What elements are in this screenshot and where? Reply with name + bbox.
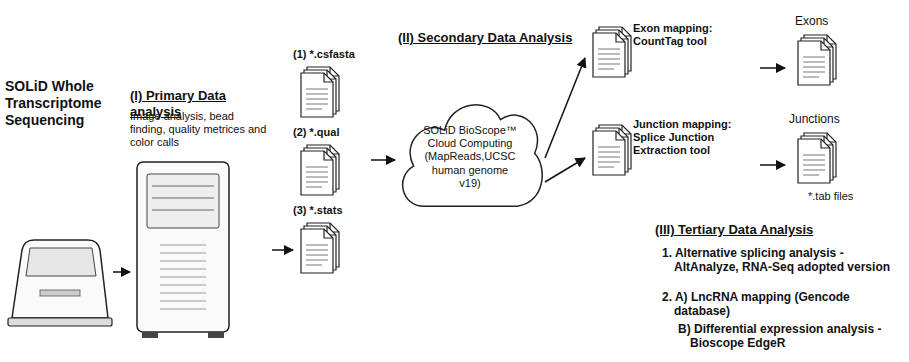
exon-mapping-node: Exon mapping: CountTag tool — [585, 18, 760, 88]
flow-arrow — [760, 67, 785, 69]
document-icon — [301, 73, 333, 117]
drive-bays — [152, 186, 214, 210]
list-item: B) Differential expression analysis - Bi… — [678, 322, 902, 351]
section-heading: (II) Secondary Data Analysis — [398, 30, 598, 46]
server-foot — [142, 332, 158, 338]
sequencer-body — [12, 240, 108, 318]
flow-arrow — [760, 164, 785, 166]
server-panel — [147, 174, 219, 228]
section-heading: (III) Tertiary Data Analysis — [655, 222, 895, 238]
server-illustration — [137, 162, 229, 338]
sequencer-base — [8, 318, 112, 326]
sequencer-slot — [40, 290, 80, 296]
flow-arrow — [113, 271, 130, 273]
flow-arrow — [272, 249, 293, 251]
sequencer-lid — [26, 248, 96, 276]
document-icon — [301, 151, 333, 195]
files-node: (1) *.csfasta (2) *.qual (3) *.stats — [293, 48, 371, 278]
document-icon — [798, 41, 830, 85]
server-vents — [160, 245, 206, 309]
node-label: SOLiD BioScope™ Cloud Computing (MapRead… — [422, 124, 518, 190]
document-icon — [301, 229, 333, 273]
node-description: Image analysis, bead finding, quality me… — [130, 110, 272, 150]
server-node: (I) Primary Data analysisImage analysis,… — [130, 88, 272, 340]
document-icon — [593, 131, 625, 175]
list-item: 1. Alternative splicing analysis - AltAn… — [662, 246, 902, 275]
document-icon — [798, 139, 830, 183]
cloud-outline — [403, 105, 543, 206]
file-documents — [301, 67, 339, 273]
node-label: Junctions — [789, 112, 885, 126]
junction-mapping-node: Junction mapping: Splice Junction Extrac… — [585, 114, 760, 194]
sequencer-node: SOLiD Whole Transcriptome Sequencing — [5, 78, 113, 328]
node-label: SOLiD Whole Transcriptome Sequencing — [5, 78, 113, 128]
node-label: Exon mapping: CountTag tool — [633, 22, 751, 48]
node-description: (2) *.qual — [293, 126, 371, 139]
flow-arrow — [545, 158, 585, 182]
sequencer-illustration — [8, 240, 112, 326]
list-item: 2. A) LncRNA mapping (Gencode database) — [662, 290, 902, 319]
node-label: Exons — [795, 14, 875, 28]
flow-arrow — [545, 58, 585, 158]
node-description: (3) *.stats — [293, 204, 371, 217]
server-foot — [208, 332, 224, 338]
file-type-note: *.tab files — [808, 190, 898, 203]
node-label: (1) *.csfasta — [293, 48, 371, 61]
flow-arrow — [371, 159, 395, 161]
node-label: Junction mapping: Splice Junction Extrac… — [633, 118, 751, 158]
cloud-node: SOLiD BioScope™ Cloud Computing (MapRead… — [395, 88, 545, 220]
document-icon — [593, 33, 625, 77]
result-documents — [798, 35, 836, 183]
exons-node: Exons — [785, 14, 875, 86]
server-case — [137, 162, 229, 332]
mapping-documents — [593, 27, 631, 175]
junctions-node: Junctions — [785, 110, 885, 185]
